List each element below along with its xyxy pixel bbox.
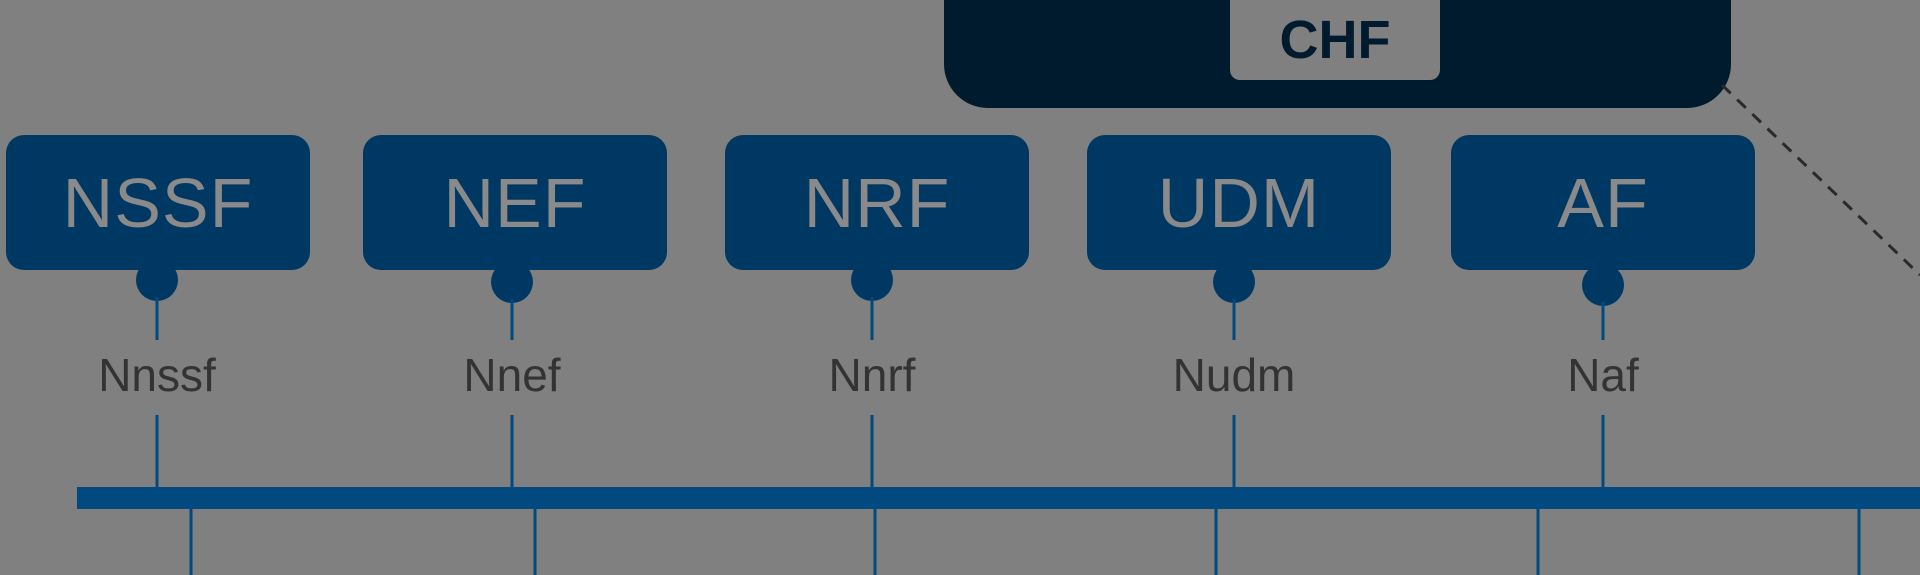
chf-label: CHF (1230, 0, 1440, 80)
nrf-interface-label: Nnrf (828, 349, 916, 401)
udm-interface-label: Nudm (1172, 349, 1296, 401)
nef-interface-label: Nnef (463, 349, 561, 401)
udm-interface-dot (1213, 261, 1255, 303)
service-bus (77, 487, 1920, 509)
nef-interface-dot (491, 261, 533, 303)
udm-box: UDM (1087, 135, 1391, 270)
nrf-box: NRF (725, 135, 1029, 270)
nssf-box: NSSF (6, 135, 310, 270)
af-interface-label: Naf (1567, 349, 1639, 401)
af-interface-dot (1582, 264, 1624, 306)
nef-box: NEF (363, 135, 667, 270)
chf-dashed-link (1720, 83, 1920, 277)
af-box: AF (1451, 135, 1755, 270)
nssf-interface-label: Nnssf (98, 349, 216, 401)
